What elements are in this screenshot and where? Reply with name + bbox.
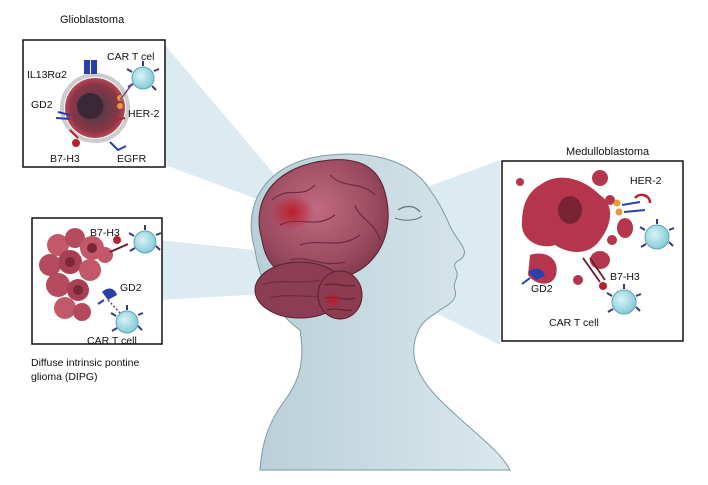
mb-b7h3-label: B7-H3 [610, 271, 640, 283]
receptor-icon [55, 60, 127, 152]
mb-car-t-label: CAR T cell [549, 317, 599, 329]
medulloblastoma-panel [501, 160, 684, 342]
glioblastoma-title: Glioblastoma [60, 14, 125, 26]
receptor-icon [97, 236, 129, 305]
car-t-cell-icon [107, 225, 162, 334]
mb-her2-label: HER-2 [630, 175, 662, 187]
car-t-cell-icon [606, 219, 675, 315]
tumor-cell-icon [39, 228, 113, 321]
dipg-title-line1: Diffuse intrinsic pontine [31, 357, 140, 369]
car-t-cell-icon [119, 61, 160, 101]
medulloblastoma-title: Medulloblastoma [566, 146, 650, 158]
receptor-icon [521, 193, 652, 290]
brain-icon [254, 159, 389, 320]
mb-gd2-label: GD2 [531, 283, 553, 295]
dipg-title-line2: glioma (DIPG) [31, 371, 98, 383]
dipg-car-t-label: CAR T cell [87, 335, 137, 347]
dipg-gd2-label: GD2 [120, 282, 142, 294]
tumor-cell-icon [60, 73, 130, 143]
gd2-label: GD2 [31, 99, 53, 111]
tumor-cell-icon [516, 170, 633, 285]
b7h3-label: B7-H3 [50, 153, 80, 165]
her2-label: HER-2 [128, 108, 160, 120]
il13-label: IL13Rα2 [27, 69, 67, 81]
dipg-b7h3-label: B7-H3 [90, 227, 120, 239]
car-t-label: CAR T cel [107, 51, 154, 63]
egfr-label: EGFR [117, 153, 147, 165]
